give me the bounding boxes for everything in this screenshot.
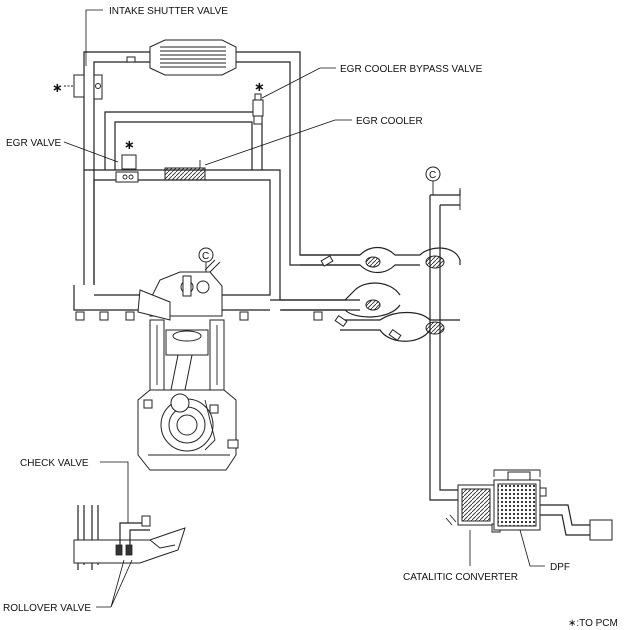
leader-lines: [63, 9, 545, 608]
tailpipe: [540, 504, 613, 541]
fuel-tank: [73, 505, 186, 570]
label-egr-valve: EGR VALVE: [6, 138, 62, 149]
label-dpf: DPF: [550, 562, 570, 573]
label-to-pcm: ∗:TO PCM: [568, 618, 618, 629]
label-egr-cooler-bypass-valve: EGR COOLER BYPASS VALVE: [340, 64, 483, 75]
egr-valve: [115, 154, 139, 183]
connector-c-engine: C: [198, 247, 214, 272]
intercooler: [126, 39, 237, 76]
label-catalytic-converter: CATALITIC CONVERTER: [403, 572, 518, 583]
pcm-marker-bypass-valve: ∗: [254, 80, 265, 95]
exhaust-piping: [282, 188, 461, 501]
connector-c-label: C: [202, 251, 209, 262]
intake-shutter-valve: [64, 74, 103, 100]
label-rollover-valve: ROLLOVER VALVE: [3, 603, 91, 614]
engine-block: [75, 259, 323, 471]
pcm-marker-intake-shutter: ∗: [52, 81, 63, 96]
egr-cooler-bypass-valve: [252, 93, 264, 125]
label-egr-cooler: EGR COOLER: [356, 116, 423, 127]
dpf: [493, 469, 547, 531]
egr-cooler: [164, 160, 206, 181]
catalytic-converter: [445, 484, 501, 533]
label-intake-shutter-valve: INTAKE SHUTTER VALVE: [109, 6, 228, 17]
connector-c-exhaust: C: [425, 166, 441, 195]
pcm-marker-egr-valve: ∗: [124, 138, 135, 153]
label-check-valve: CHECK VALVE: [20, 458, 89, 469]
connector-c-label: C: [429, 170, 436, 181]
